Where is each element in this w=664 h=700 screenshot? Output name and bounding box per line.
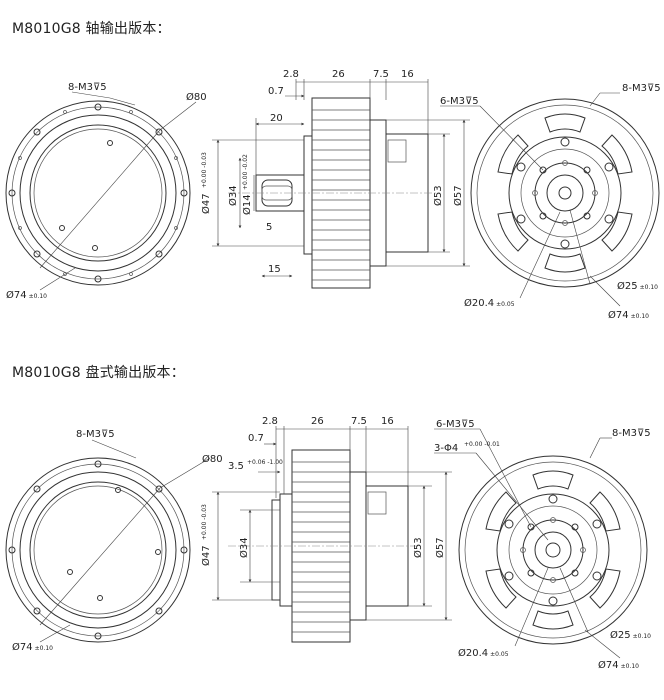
label-8-m3: 8-M3⊽5 [68, 82, 107, 93]
label2-back-8-m3: 8-M3⊽5 [612, 428, 651, 439]
body-ribs-2 [292, 461, 350, 633]
back-bolt-holes-2 [504, 494, 602, 606]
dim-2-8: 2.8 [283, 69, 299, 80]
label-d74: Ø74±0.10 [6, 289, 47, 301]
label-d80: Ø80 [186, 91, 207, 103]
back-view-1: 6-M3⊽5 8-M3⊽5 Ø20.4±0.05 Ø25±0.10 Ø74±0.… [440, 83, 661, 321]
label-d74-2: Ø74±0.10 [12, 641, 53, 653]
label-d25: Ø25±0.10 [617, 280, 658, 292]
label-d80-2: Ø80 [202, 453, 223, 465]
mounting-holes [8, 103, 188, 283]
label2-d20-4: Ø20.4±0.05 [458, 647, 509, 659]
spoke-cutouts-2 [485, 470, 621, 630]
front-view-1: 8-M3⊽5 Ø80 Ø74±0.10 [5, 82, 207, 301]
dim-d34: Ø34 [227, 185, 239, 206]
label-back-8-m3: 8-M3⊽5 [622, 83, 661, 94]
dim2-d34: Ø34 [238, 537, 250, 558]
outer-ring-dots [18, 110, 178, 276]
dim2-7-5: 7.5 [351, 416, 367, 427]
back-view-2: 6-M3⊽5 3-Φ4 +0.00 -0.01 8-M3⊽5 Ø20.4±0.0… [434, 419, 651, 671]
tol2-3-5: +0.06 -1.00 [247, 459, 283, 466]
dim2-16: 16 [381, 416, 394, 427]
label-6-m3: 6-M3⊽5 [440, 96, 479, 107]
section-title-disc: M8010G8 盘式输出版本： [12, 365, 185, 381]
dim-d47: Ø47 [200, 193, 212, 214]
dim-d53: Ø53 [432, 185, 444, 206]
label2-d25: Ø25±0.10 [610, 629, 651, 641]
dim-5: 5 [266, 222, 272, 233]
dim2-d47: Ø47 [200, 545, 212, 566]
mounting-holes-2 [8, 460, 188, 640]
dim-16: 16 [401, 69, 414, 80]
label2-6-m3: 6-M3⊽5 [436, 419, 475, 430]
tol2-d47: +0.00 -0.03 [201, 504, 208, 540]
label2-3-d4: 3-Φ4 [434, 443, 458, 454]
tol2-3-d4: +0.00 -0.01 [464, 441, 500, 448]
dim2-d53: Ø53 [412, 537, 424, 558]
dim2-2-8: 2.8 [262, 416, 278, 427]
side-view-2: 2.8 26 7.5 16 0.7 3.5 +0.06 -1.00 Ø47 +0… [200, 416, 452, 643]
front-view-2: 8-M3⊽5 Ø80 Ø74±0.10 [5, 429, 223, 653]
label-8-m3-2: 8-M3⊽5 [76, 429, 115, 440]
back-bolt-holes [516, 137, 614, 249]
section-title-shaft: M8010G8 轴输出版本： [12, 21, 171, 37]
side-view-1: 2.8 26 7.5 16 0.7 20 15 Ø47 +0.00 -0.03 … [200, 69, 470, 289]
label2-back-d74: Ø74±0.10 [598, 659, 639, 671]
dim-20: 20 [270, 113, 283, 124]
dim-26: 26 [332, 69, 345, 80]
dim-d14: Ø14 [241, 194, 253, 215]
dim-0-7: 0.7 [268, 86, 284, 97]
tol-d14: +0.00 -0.02 [242, 154, 249, 190]
label-back-d74: Ø74±0.10 [608, 309, 649, 321]
tol-d47: +0.00 -0.03 [201, 152, 208, 188]
dim2-3-5: 3.5 [228, 461, 244, 472]
spoke-cutouts [497, 113, 633, 273]
dim2-d57: Ø57 [434, 537, 446, 558]
dim-15: 15 [268, 264, 281, 275]
body-ribs [312, 109, 370, 281]
dim2-0-7: 0.7 [248, 433, 264, 444]
dim-7-5: 7.5 [373, 69, 389, 80]
label-d20-4: Ø20.4±0.05 [464, 297, 515, 309]
dim2-26: 26 [311, 416, 324, 427]
dim-d57: Ø57 [452, 185, 464, 206]
